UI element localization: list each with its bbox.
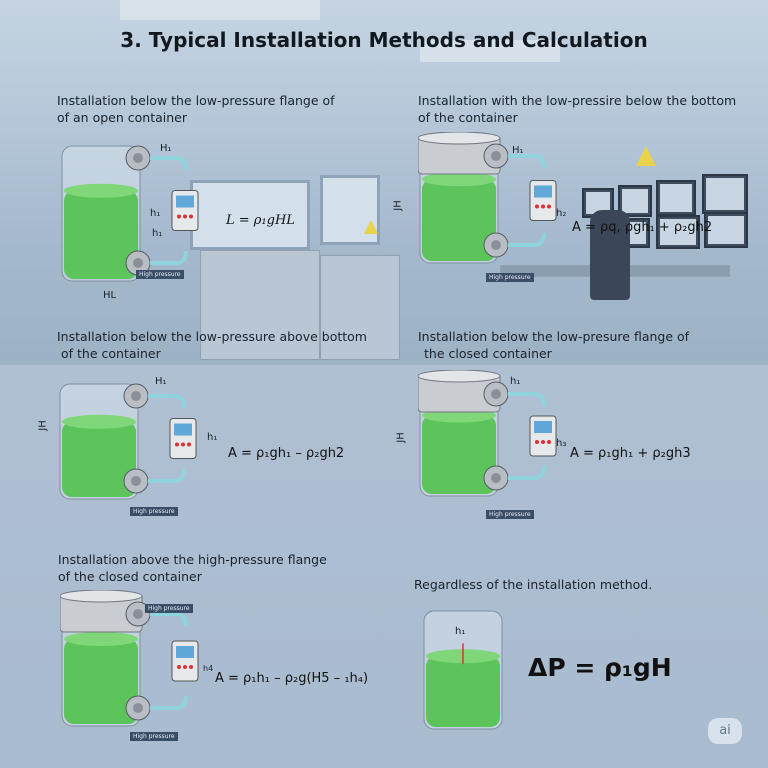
high-pressure-tag: High pressure (486, 273, 534, 282)
label-H1: H₁ (155, 376, 167, 387)
closed-tank-diagram (59, 589, 209, 744)
liquid (64, 639, 138, 724)
label-h1: h₁ (510, 376, 521, 387)
page-title: 3. Typical Installation Methods and Calc… (120, 28, 648, 52)
closed-tank-diagram (417, 369, 567, 514)
liquid (64, 190, 138, 279)
high-pressure-tag: High pressure (486, 510, 534, 519)
impulse-pipe (150, 156, 188, 171)
label-HL: HL (103, 290, 117, 301)
panel-4-formula: A = ρ₁gh₁ + ρ₂gh3 (570, 446, 691, 461)
label-JH: JH (395, 432, 407, 443)
high-pressure-tag: High pressure (130, 507, 178, 516)
simple-tank-diagram (422, 605, 512, 747)
liquid (422, 179, 496, 261)
label-JH: JH (392, 200, 404, 211)
label-h1: h₁ (455, 626, 466, 637)
ai-badge: ai (708, 718, 742, 744)
impulse-pipe (508, 154, 546, 169)
panel-4-title: Installation below the low-presure flang… (418, 329, 690, 361)
liquid (62, 421, 136, 497)
impulse-pipe (508, 232, 546, 247)
impulse-pipe (150, 612, 188, 627)
panel-1-formula: L = ρ₁gHL (226, 213, 295, 228)
label-JH: JH (37, 420, 49, 431)
label-H1: H₁ (160, 143, 172, 154)
impulse-pipe (508, 392, 546, 407)
warning-sign-icon (636, 146, 656, 166)
label-H1: H₁ (512, 145, 524, 156)
high-pressure-tag: High pressure (130, 732, 178, 741)
panel-5-title: Installation above the high-pressure fla… (58, 552, 327, 584)
panel-6-formula: ΔP = ρ₁gH (528, 653, 672, 682)
panel-2-formula: A = ρq, ρgh₁ + ρ₂gh2 (572, 220, 713, 235)
open-tank-diagram (58, 378, 207, 517)
impulse-pipe (148, 468, 186, 483)
panel-5-formula: A = ρ₁h₁ – ρ₂g(H5 – ₁h₄) (215, 671, 369, 686)
impulse-pipe (150, 250, 188, 265)
impulse-pipe (150, 695, 188, 710)
label-h1: h₁ (150, 208, 161, 219)
label-h1-lower: h₁ (152, 228, 163, 239)
label-h2: h₂ (556, 208, 567, 219)
liquid (426, 656, 500, 727)
high-pressure-tag: High pressure (136, 270, 184, 279)
office-background (0, 0, 768, 365)
impulse-pipe (508, 465, 546, 480)
label-h3: h₃ (556, 438, 567, 449)
panel-6-title: Regardless of the installation method. (414, 577, 653, 592)
open-tank-diagram (60, 140, 209, 299)
label-h1: h₁ (207, 432, 218, 443)
high-pressure-tag-top: High pressure (145, 604, 193, 613)
closed-tank-diagram (417, 131, 567, 281)
panel-2-title: Installation with the low-pressire below… (418, 93, 737, 125)
liquid (422, 415, 496, 494)
panel-3-title: Installation below the low-pressure abov… (57, 329, 367, 361)
panel-3-formula: A = ρ₁gh₁ – ρ₂gh2 (228, 446, 345, 461)
impulse-pipe (148, 394, 186, 409)
label-h4: h4 (203, 664, 214, 673)
panel-1-title: Installation below the low-pressure flan… (57, 93, 335, 125)
